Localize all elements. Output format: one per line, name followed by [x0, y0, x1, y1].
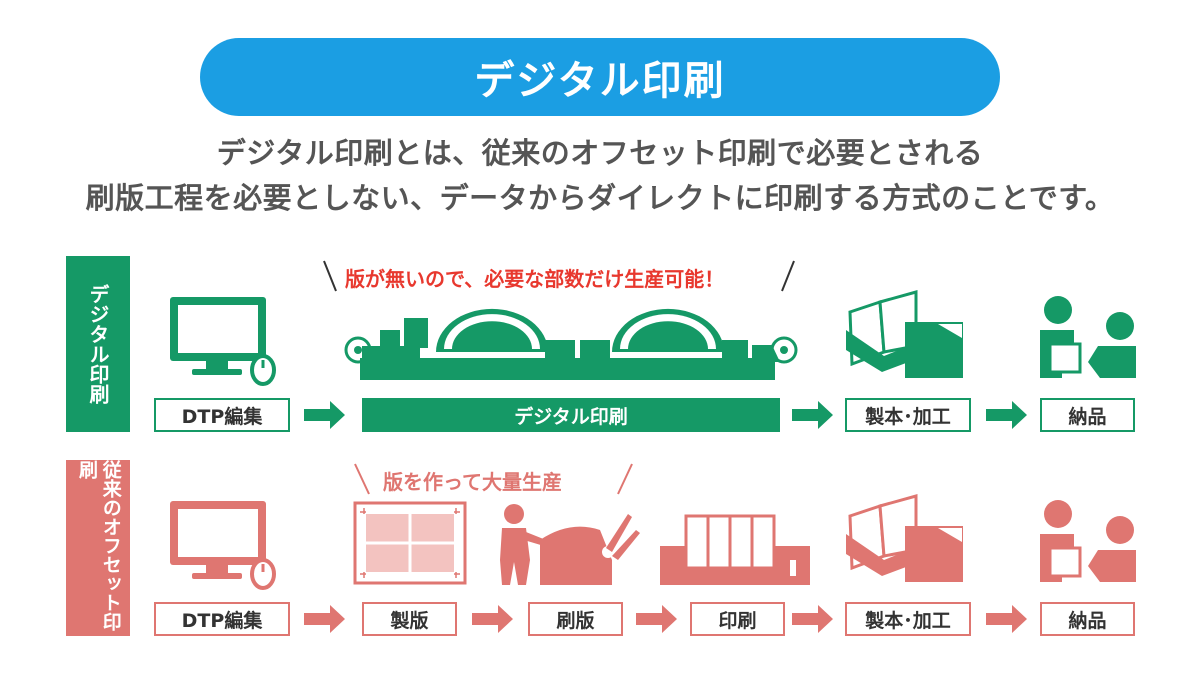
offset-row-label: 従来のオフセット印刷: [66, 460, 130, 636]
computer-icon-offset: [170, 501, 276, 590]
binding-icon: [846, 290, 963, 378]
digital-step-dtp: DTP編集: [154, 398, 290, 432]
delivery-icon-offset: [1040, 500, 1136, 582]
description-line-1: デジタル印刷とは、従来のオフセット印刷で必要とされる: [216, 136, 984, 170]
offset-step-platemaking-press: 刷版: [528, 602, 623, 636]
plate-layout-icon: [353, 501, 467, 585]
computer-icon: [170, 297, 276, 386]
offset-note: 版を作って大量生産: [383, 470, 562, 494]
digital-step-delivery: 納品: [1040, 398, 1135, 432]
digital-note: 版が無いので、必要な部数だけ生産可能！: [345, 267, 725, 291]
offset-step-delivery: 納品: [1040, 602, 1135, 636]
offset-press-icon: [660, 514, 810, 585]
offset-step-binding: 製本･加工: [845, 602, 971, 636]
offset-step-dtp: DTP編集: [154, 602, 290, 636]
description-line-2: 刷版工程を必要としない、データからダイレクトに印刷する方式のことです。: [85, 181, 1115, 215]
digital-note-slashes: [323, 260, 795, 292]
offset-step-plate-making: 製版: [362, 602, 457, 636]
offset-step-print: 印刷: [690, 602, 785, 636]
printing-press-icon: [344, 308, 798, 380]
digital-arrows: [304, 401, 1027, 429]
offset-arrows: [304, 605, 1027, 633]
delivery-icon: [1040, 296, 1136, 378]
page-title: デジタル印刷: [200, 38, 1000, 116]
digital-row-label: デジタル印刷: [66, 256, 130, 432]
binding-icon-offset: [846, 494, 963, 582]
digital-step-binding: 製本･加工: [845, 398, 971, 432]
worker-press-icon: [500, 504, 640, 585]
offset-note-slashes: [354, 463, 633, 495]
digital-step-print: デジタル印刷: [362, 398, 780, 432]
